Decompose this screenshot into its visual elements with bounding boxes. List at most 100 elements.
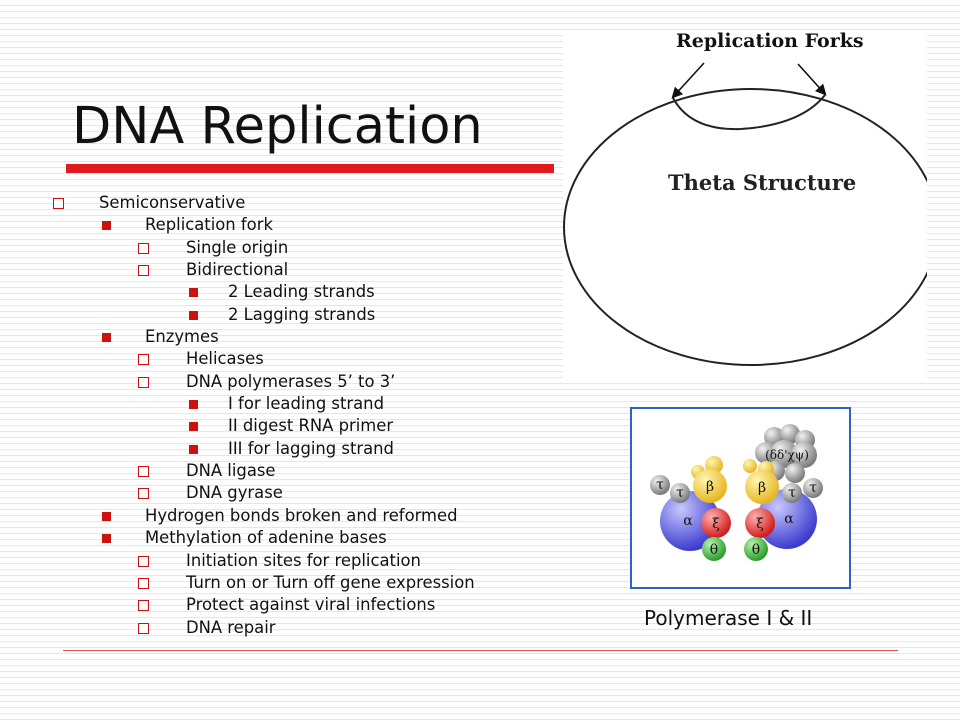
hollow-square-bullet-icon bbox=[138, 555, 149, 567]
theta-structure-figure bbox=[563, 31, 939, 379]
hollow-square-bullet-icon bbox=[138, 622, 149, 634]
filled-square-bullet-icon bbox=[189, 288, 198, 298]
hollow-square-bullet-icon bbox=[138, 265, 149, 277]
theta-structure-label: Theta Structure bbox=[668, 170, 857, 195]
filled-square-bullet-icon bbox=[102, 333, 111, 343]
bullet-text: DNA polymerases 5’ to 3’ bbox=[186, 371, 396, 391]
bullet-item: Helicases bbox=[48, 348, 475, 370]
hollow-square-bullet-icon bbox=[138, 242, 149, 254]
polymerase-complex-diagram: (δδ'χψ) α α β β τ τ τ τ ξ ξ θ θ bbox=[650, 424, 823, 561]
theta-inner-arc bbox=[672, 94, 826, 131]
fork-arrow-right bbox=[797, 63, 827, 96]
xi-label-right: ξ bbox=[756, 516, 764, 532]
bullet-text: II digest RNA primer bbox=[228, 416, 394, 436]
bullet-text: DNA ligase bbox=[186, 461, 276, 481]
theta-subunit-right bbox=[744, 537, 768, 561]
alpha-label-right: α bbox=[784, 511, 794, 527]
complex-subunit bbox=[770, 440, 798, 468]
bullet-item: DNA polymerases 5’ to 3’ bbox=[48, 371, 475, 393]
filled-square-bullet-icon bbox=[102, 221, 111, 231]
hollow-square-bullet-icon bbox=[138, 577, 149, 589]
bullet-text: Single origin bbox=[186, 237, 289, 257]
bullet-item: Hydrogen bonds broken and reformed bbox=[48, 505, 475, 527]
theta-outer-circle bbox=[563, 88, 939, 366]
beta-small-subunit bbox=[743, 459, 757, 473]
bullet-item: Replication fork bbox=[48, 214, 475, 236]
tau-label: τ bbox=[788, 485, 796, 501]
complex-label: (δδ'χψ) bbox=[765, 448, 809, 462]
bullet-item: Methylation of adenine bases bbox=[48, 527, 475, 549]
tau-subunit bbox=[670, 483, 690, 503]
tau-subunit bbox=[782, 483, 802, 503]
bullet-text: III for lagging strand bbox=[228, 438, 394, 458]
tau-label: τ bbox=[656, 477, 664, 493]
bullet-text: DNA gyrase bbox=[186, 483, 283, 503]
bullet-item: DNA gyrase bbox=[48, 482, 475, 504]
bullet-text: Methylation of adenine bases bbox=[145, 528, 387, 548]
bullet-item: Initiation sites for replication bbox=[48, 550, 475, 572]
bullet-text: 2 Lagging strands bbox=[228, 304, 376, 324]
theta-subunit-left bbox=[702, 537, 726, 561]
bullet-text: Helicases bbox=[186, 349, 264, 369]
bullet-item: 2 Lagging strands bbox=[48, 304, 475, 326]
bullet-item: Turn on or Turn off gene expression bbox=[48, 572, 475, 594]
bullet-text: Bidirectional bbox=[186, 260, 289, 280]
beta-label-left: β bbox=[706, 479, 714, 495]
title-underline-bar bbox=[66, 164, 554, 173]
alpha-subunit-right bbox=[757, 489, 817, 549]
tau-label: τ bbox=[676, 485, 684, 501]
bullet-text: Replication fork bbox=[145, 215, 273, 235]
bullet-text: Protect against viral infections bbox=[186, 595, 436, 615]
bullet-item: DNA ligase bbox=[48, 460, 475, 482]
hollow-square-bullet-icon bbox=[138, 376, 149, 388]
bullet-item: II digest RNA primer bbox=[48, 415, 475, 437]
bullet-text: Enzymes bbox=[145, 327, 219, 347]
bullet-item: 2 Leading strands bbox=[48, 281, 475, 303]
fork-arrow-left bbox=[671, 62, 705, 99]
polymerase-figure: (δδ'χψ) α α β β τ τ τ τ ξ ξ θ θ bbox=[630, 407, 851, 589]
beta-subunit-left bbox=[693, 469, 727, 503]
theta-structure-diagram bbox=[563, 62, 939, 366]
xi-label-left: ξ bbox=[712, 516, 720, 532]
filled-square-bullet-icon bbox=[189, 422, 198, 432]
alpha-label-left: α bbox=[683, 513, 693, 529]
filled-square-bullet-icon bbox=[102, 511, 111, 521]
bullet-item: Protect against viral infections bbox=[48, 594, 475, 616]
bullet-item: I for leading strand bbox=[48, 393, 475, 415]
theta-label-left: θ bbox=[710, 542, 718, 558]
hollow-square-bullet-icon bbox=[138, 354, 149, 366]
bullet-text: I for leading strand bbox=[228, 394, 384, 414]
bullet-text: Hydrogen bonds broken and reformed bbox=[145, 505, 458, 525]
alpha-subunit-left bbox=[660, 491, 720, 551]
bullet-text: Turn on or Turn off gene expression bbox=[186, 572, 475, 592]
filled-square-bullet-icon bbox=[189, 400, 198, 410]
hollow-square-bullet-icon bbox=[138, 600, 149, 612]
bullet-item: DNA repair bbox=[48, 617, 475, 639]
theta-label-right: θ bbox=[752, 542, 760, 558]
bullet-text: Semiconservative bbox=[99, 193, 246, 212]
complex-subunit bbox=[785, 463, 805, 483]
beta-subunit-right bbox=[745, 470, 779, 504]
hollow-square-bullet-icon bbox=[138, 466, 149, 478]
filled-square-bullet-icon bbox=[189, 310, 198, 320]
beta-label-right: β bbox=[758, 480, 766, 496]
bullet-item: Semiconservative bbox=[48, 192, 475, 214]
footer-divider bbox=[63, 650, 898, 651]
xi-subunit-left bbox=[701, 508, 731, 538]
bullet-item: III for lagging strand bbox=[48, 438, 475, 460]
hollow-square-bullet-icon bbox=[138, 488, 149, 500]
bullet-item: Bidirectional bbox=[48, 259, 475, 281]
slide-title: DNA Replication bbox=[72, 97, 483, 156]
tau-subunit bbox=[803, 478, 823, 498]
polymerase-caption: Polymerase I & II bbox=[644, 606, 813, 630]
tau-subunit bbox=[650, 475, 670, 495]
xi-subunit-right bbox=[745, 508, 775, 538]
hollow-square-bullet-icon bbox=[53, 198, 64, 209]
bullet-item: Single origin bbox=[48, 237, 475, 259]
bullet-item: Enzymes bbox=[48, 326, 475, 348]
bullet-text: Initiation sites for replication bbox=[186, 550, 421, 570]
bullet-text: 2 Leading strands bbox=[228, 282, 375, 302]
filled-square-bullet-icon bbox=[189, 444, 198, 454]
tau-label: τ bbox=[809, 480, 817, 496]
